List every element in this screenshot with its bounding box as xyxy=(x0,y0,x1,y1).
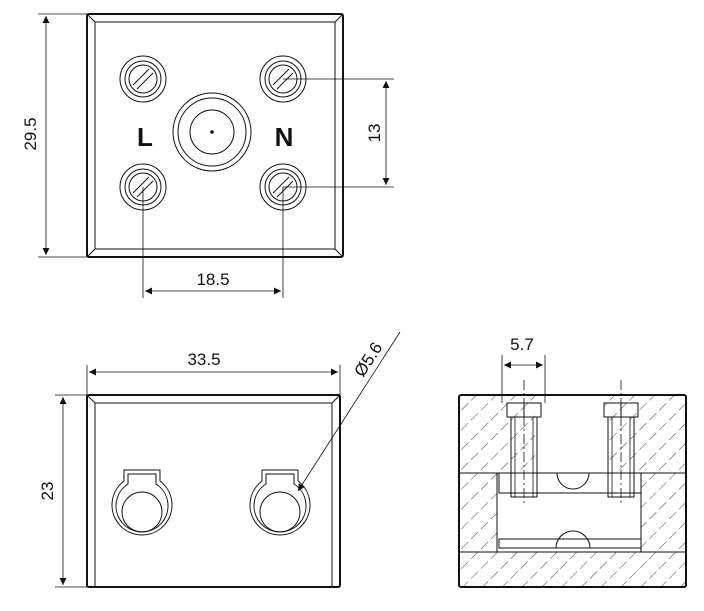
dimension-height-label: 29.5 xyxy=(21,117,40,150)
dimension-height-23: 23 xyxy=(38,394,87,588)
section-view: 5.7 xyxy=(458,335,687,588)
top-view-body xyxy=(86,13,344,258)
dimension-pitch-horizontal-18-5: 18.5 xyxy=(142,187,284,298)
dimension-screw-width-label: 5.7 xyxy=(510,335,534,354)
dimension-pitch-vertical-13: 13 xyxy=(283,78,394,188)
top-view: L N 29.5 13 18.5 xyxy=(21,13,394,298)
terminal-mark-n: N xyxy=(275,122,294,152)
front-view-body xyxy=(86,394,341,588)
section-screw-left xyxy=(506,380,542,505)
terminal-mark-l: L xyxy=(137,122,153,152)
contact-strip-upper xyxy=(498,472,642,494)
dimension-pitch-horizontal-label: 18.5 xyxy=(196,270,229,289)
terminal-hole-left xyxy=(111,469,173,536)
dimension-screw-width-5-7: 5.7 xyxy=(501,335,546,403)
dimension-width-label: 33.5 xyxy=(187,350,220,369)
dimension-pitch-vertical-label: 13 xyxy=(365,124,384,143)
terminal-hole-right xyxy=(249,469,311,536)
dimension-height-23-label: 23 xyxy=(38,482,57,501)
center-mounting-hole xyxy=(172,92,252,172)
front-view: 33.5 23 Ø5.6 xyxy=(38,331,401,588)
section-body-hatch xyxy=(459,395,686,587)
section-screw-right xyxy=(603,380,639,505)
dimension-width-33-5: 33.5 xyxy=(86,350,341,395)
contact-strip-lower xyxy=(498,530,642,549)
screw-top-left xyxy=(119,55,167,103)
dimension-diameter-5-6: Ø5.6 xyxy=(297,331,401,492)
dimension-diameter-label: Ø5.6 xyxy=(350,339,386,380)
dimension-height-29-5: 29.5 xyxy=(21,13,87,258)
